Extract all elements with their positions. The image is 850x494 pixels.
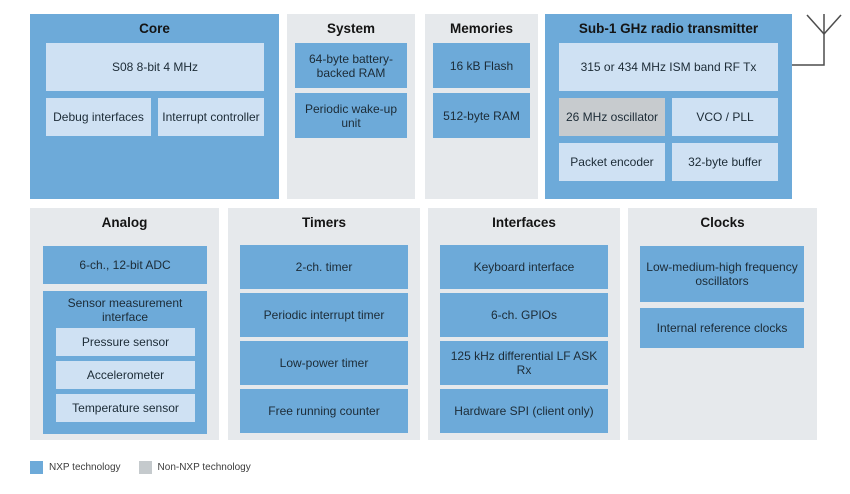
radio-title: Sub-1 GHz radio transmitter xyxy=(578,21,759,36)
non-nxp-technology-swatch xyxy=(138,460,152,474)
vco-pll-box: VCO / PLL xyxy=(672,98,778,136)
clocks-title: Clocks xyxy=(700,215,745,230)
memories-block: Memories 16 kB Flash 512-byte RAM xyxy=(425,14,538,199)
keyboard-interface-box: Keyboard interface xyxy=(440,245,608,289)
internal-reference-clocks-box: Internal reference clocks xyxy=(640,308,804,348)
interrupt-controller-box: Interrupt controller xyxy=(158,98,264,136)
timers-block: Timers 2-ch. timer Periodic interrupt ti… xyxy=(228,208,420,440)
byte-buffer-box: 32-byte buffer xyxy=(672,143,778,181)
frequency-oscillators-box: Low-medium-high frequency oscillators xyxy=(640,246,804,302)
lf-ask-rx-box: 125 kHz differential LF ASK Rx xyxy=(440,341,608,385)
non-nxp-technology-label: Non-NXP technology xyxy=(157,461,251,473)
pressure-sensor-box: Pressure sensor xyxy=(56,328,195,356)
system-title: System xyxy=(326,21,376,36)
2ch-timer-box: 2-ch. timer xyxy=(240,245,408,289)
sensor-measurement-label: Sensor measurement interface xyxy=(67,296,183,324)
antenna-icon xyxy=(792,14,842,66)
wakeup-unit-box: Periodic wake-up unit xyxy=(295,93,407,138)
cpu-box: S08 8-bit 4 MHz xyxy=(46,43,264,91)
low-power-timer-box: Low-power timer xyxy=(240,341,408,385)
core-block: Core S08 8-bit 4 MHz Debug interfaces In… xyxy=(30,14,279,199)
sensor-measurement-box: Sensor measurement interface Pressure se… xyxy=(43,291,207,434)
interfaces-title: Interfaces xyxy=(492,215,556,230)
flash-box: 16 kB Flash xyxy=(433,43,530,88)
battery-backed-ram-box: 64-byte battery-backed RAM xyxy=(295,43,407,88)
analog-title: Analog xyxy=(101,215,148,230)
clocks-block: Clocks Low-medium-high frequency oscilla… xyxy=(628,208,817,440)
core-title: Core xyxy=(139,21,170,36)
adc-box: 6-ch., 12-bit ADC xyxy=(43,246,207,284)
radio-transmitter-block: Sub-1 GHz radio transmitter 315 or 434 M… xyxy=(545,14,792,199)
legend: NXP technology Non-NXP technology xyxy=(30,460,269,474)
packet-encoder-box: Packet encoder xyxy=(559,143,665,181)
interfaces-block: Interfaces Keyboard interface 6-ch. GPIO… xyxy=(428,208,620,440)
hardware-spi-box: Hardware SPI (client only) xyxy=(440,389,608,433)
ram-box: 512-byte RAM xyxy=(433,93,530,138)
periodic-interrupt-timer-box: Periodic interrupt timer xyxy=(240,293,408,337)
nxp-technology-swatch xyxy=(30,460,43,474)
analog-block: Analog 6-ch., 12-bit ADC Sensor measurem… xyxy=(30,208,219,440)
temperature-sensor-box: Temperature sensor xyxy=(56,394,195,422)
nxp-technology-label: NXP technology xyxy=(49,461,121,473)
oscillator-box: 26 MHz oscillator xyxy=(559,98,665,136)
gpio-box: 6-ch. GPIOs xyxy=(440,293,608,337)
free-running-counter-box: Free running counter xyxy=(240,389,408,433)
system-block: System 64-byte battery-backed RAM Period… xyxy=(287,14,415,199)
rf-tx-box: 315 or 434 MHz ISM band RF Tx xyxy=(559,43,778,91)
debug-interfaces-box: Debug interfaces xyxy=(46,98,151,136)
accelerometer-box: Accelerometer xyxy=(56,361,195,389)
memories-title: Memories xyxy=(449,21,514,36)
timers-title: Timers xyxy=(301,215,347,230)
